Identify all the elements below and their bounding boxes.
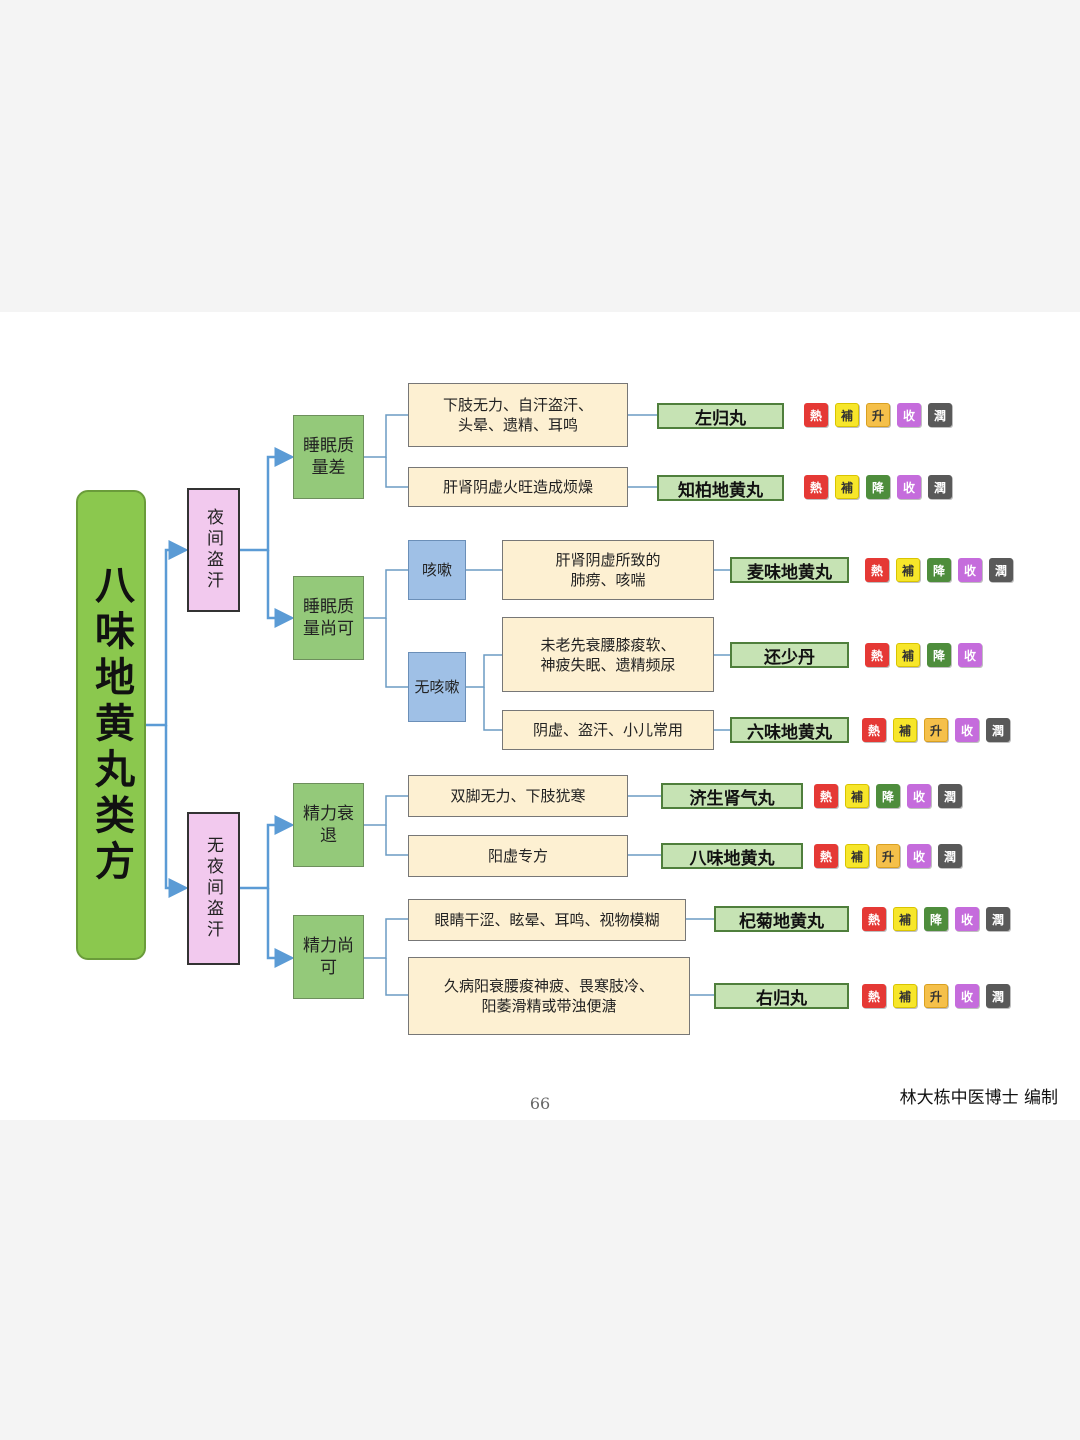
group-fair-energy: 精力尚可 [293, 915, 364, 999]
tag-hot: 熱 [862, 718, 886, 742]
property-tags: 熱補升收潤 [862, 984, 1010, 1008]
tag-moisten: 潤 [986, 907, 1010, 931]
formula-box: 六味地黄丸 [730, 717, 849, 743]
tag-moisten: 潤 [938, 784, 962, 808]
tag-astringe: 收 [907, 784, 931, 808]
symptom-box: 下肢无力、自汗盗汗、 头晕、遗精、耳鸣 [408, 383, 628, 447]
page-number: 66 [529, 1094, 551, 1113]
property-tags: 熱補升收潤 [814, 844, 962, 868]
symptom-box: 肝肾阴虚所致的 肺痨、咳喘 [502, 540, 714, 600]
tag-astringe: 收 [958, 643, 982, 667]
tag-hot: 熱 [814, 844, 838, 868]
symptom-box: 双脚无力、下肢犹寒 [408, 775, 628, 817]
tag-tonify: 補 [893, 984, 917, 1008]
group-poor-sleep: 睡眠质量差 [293, 415, 364, 499]
property-tags: 熱補升收潤 [804, 403, 952, 427]
formula-box: 麦味地黄丸 [730, 557, 849, 583]
tag-hot: 熱 [814, 784, 838, 808]
tag-tonify: 補 [896, 558, 920, 582]
tag-ascend: 升 [924, 718, 948, 742]
formula-box: 知柏地黄丸 [657, 475, 784, 501]
tag-astringe: 收 [897, 475, 921, 499]
formula-box: 还少丹 [730, 642, 849, 668]
group-low-energy: 精力衰退 [293, 783, 364, 867]
symptom-box: 阳虚专方 [408, 835, 628, 877]
symptom-box: 未老先衰腰膝痠软、 神疲失眠、遗精频尿 [502, 617, 714, 692]
tag-tonify: 補 [835, 403, 859, 427]
tag-tonify: 補 [845, 784, 869, 808]
tag-astringe: 收 [958, 558, 982, 582]
tag-astringe: 收 [955, 984, 979, 1008]
tag-astringe: 收 [955, 907, 979, 931]
tag-ascend: 升 [866, 403, 890, 427]
property-tags: 熱補升收潤 [862, 718, 1010, 742]
tag-hot: 熱 [862, 984, 886, 1008]
property-tags: 熱補降收潤 [862, 907, 1010, 931]
formula-box: 杞菊地黄丸 [714, 906, 849, 932]
tag-ascend: 升 [876, 844, 900, 868]
tag-astringe: 收 [907, 844, 931, 868]
tag-moisten: 潤 [938, 844, 962, 868]
branch-no-night-sweat: 无夜间盗汗 [187, 812, 240, 965]
symptom-box: 阴虚、盗汗、小儿常用 [502, 710, 714, 750]
tag-tonify: 補 [835, 475, 859, 499]
property-tags: 熱補降收潤 [865, 558, 1013, 582]
formula-box: 右归丸 [714, 983, 849, 1009]
tag-tonify: 補 [893, 907, 917, 931]
tag-descend: 降 [927, 558, 951, 582]
tag-descend: 降 [866, 475, 890, 499]
property-tags: 熱補降收 [865, 643, 982, 667]
tag-hot: 熱 [804, 403, 828, 427]
tag-hot: 熱 [865, 643, 889, 667]
symptom-box: 眼睛干涩、眩晕、耳鸣、视物模糊 [408, 899, 686, 941]
subgroup-no-cough: 无咳嗽 [408, 652, 466, 722]
symptom-box: 肝肾阴虚火旺造成烦燥 [408, 467, 628, 507]
tag-moisten: 潤 [928, 403, 952, 427]
tag-hot: 熱 [862, 907, 886, 931]
property-tags: 熱補降收潤 [814, 784, 962, 808]
property-tags: 熱補降收潤 [804, 475, 952, 499]
branch-night-sweat: 夜间盗汗 [187, 488, 240, 612]
formula-box: 济生肾气丸 [661, 783, 803, 809]
author-credit: 林大栋中医博士 编制 [899, 1088, 1058, 1108]
tag-hot: 熱 [804, 475, 828, 499]
tag-tonify: 補 [896, 643, 920, 667]
tag-tonify: 補 [893, 718, 917, 742]
tag-descend: 降 [876, 784, 900, 808]
tag-descend: 降 [927, 643, 951, 667]
formula-box: 左归丸 [657, 403, 784, 429]
subgroup-cough: 咳嗽 [408, 540, 466, 600]
root-title: 八味地黄丸类方 [76, 490, 146, 960]
tag-moisten: 潤 [989, 558, 1013, 582]
tag-tonify: 補 [845, 844, 869, 868]
symptom-box: 久病阳衰腰痠神疲、畏寒肢冷、 阳萎滑精或带浊便溏 [408, 957, 690, 1035]
formula-box: 八味地黄丸 [661, 843, 803, 869]
group-fair-sleep: 睡眠质量尚可 [293, 576, 364, 660]
tag-descend: 降 [924, 907, 948, 931]
tag-ascend: 升 [924, 984, 948, 1008]
tag-moisten: 潤 [986, 718, 1010, 742]
tag-astringe: 收 [897, 403, 921, 427]
tag-astringe: 收 [955, 718, 979, 742]
tag-hot: 熱 [865, 558, 889, 582]
tag-moisten: 潤 [928, 475, 952, 499]
tag-moisten: 潤 [986, 984, 1010, 1008]
